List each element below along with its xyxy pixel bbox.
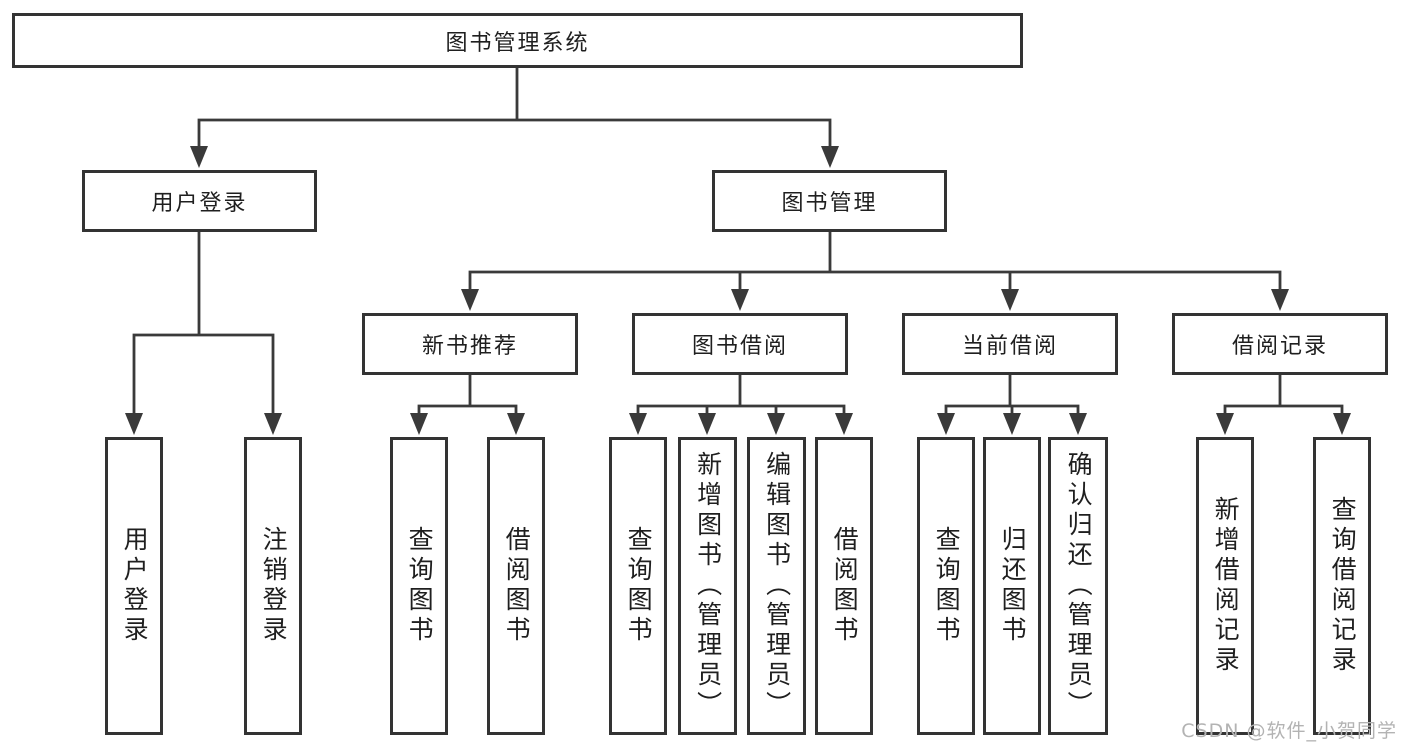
node-current-borrow: 当前借阅 — [902, 313, 1118, 375]
node-label: 新书推荐 — [421, 334, 518, 359]
leaf-query-borrow-record: 查询借阅记录 — [1313, 437, 1371, 735]
node-label: 查询图书 — [624, 526, 654, 646]
leaf-add-book-admin: 新增图书（管理员） — [678, 437, 737, 735]
node-label: 查询图书 — [405, 526, 435, 646]
node-label: 借阅记录 — [1231, 334, 1328, 359]
node-label: 当前借阅 — [961, 334, 1058, 359]
node-user-login: 用户登录 — [82, 170, 317, 232]
csdn-watermark: CSDN @软件_小贺同学 — [1181, 720, 1397, 742]
node-label: 注销登录 — [259, 526, 289, 646]
node-label: 用户登录 — [120, 526, 150, 646]
node-label: 编辑图书（管理员） — [762, 451, 792, 721]
node-label: 借阅图书 — [502, 526, 532, 646]
node-label: 新增图书（管理员） — [693, 451, 723, 721]
node-label: 借阅图书 — [830, 526, 860, 646]
node-label: 用户登录 — [151, 191, 248, 216]
node-borrow-records: 借阅记录 — [1172, 313, 1388, 375]
leaf-borrow-books-recommend: 借阅图书 — [487, 437, 545, 735]
node-label: 图书管理系统 — [445, 30, 590, 56]
node-book-management: 图书管理 — [712, 170, 947, 232]
node-label: 查询借阅记录 — [1328, 496, 1358, 676]
node-book-borrow: 图书借阅 — [632, 313, 848, 375]
leaf-query-books-recommend: 查询图书 — [390, 437, 448, 735]
node-label: 新增借阅记录 — [1211, 496, 1241, 676]
leaf-edit-book-admin: 编辑图书（管理员） — [747, 437, 806, 735]
leaf-user-login: 用户登录 — [105, 437, 163, 735]
node-label: 确认归还（管理员） — [1064, 451, 1094, 721]
leaf-borrow-books: 借阅图书 — [815, 437, 873, 735]
node-label: 查询图书 — [932, 526, 962, 646]
node-label: 图书管理 — [781, 191, 878, 216]
arrowheads — [125, 146, 1351, 435]
node-new-book-recommend: 新书推荐 — [362, 313, 578, 375]
leaf-add-borrow-record: 新增借阅记录 — [1196, 437, 1254, 735]
leaf-return-books: 归还图书 — [983, 437, 1041, 735]
leaf-query-books-borrow: 查询图书 — [609, 437, 667, 735]
node-library-system: 图书管理系统 — [12, 13, 1023, 68]
leaf-logout-login: 注销登录 — [244, 437, 302, 735]
leaf-query-books-current: 查询图书 — [917, 437, 975, 735]
node-label: 图书借阅 — [691, 334, 788, 359]
node-label: 归还图书 — [998, 526, 1028, 646]
leaf-confirm-return-admin: 确认归还（管理员） — [1048, 437, 1108, 735]
